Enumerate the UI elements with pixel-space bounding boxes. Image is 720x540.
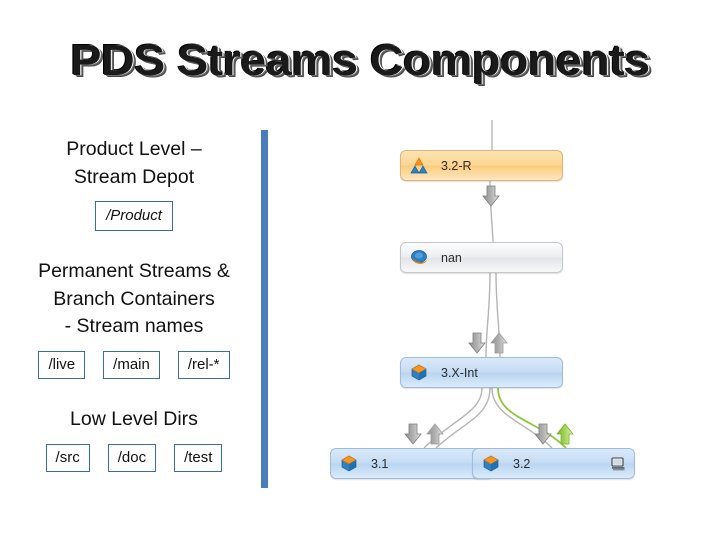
development-stream-icon: [339, 454, 359, 474]
chip-row-low-level-dirs: /src /doc /test: [14, 443, 254, 472]
stream-node-label: 3.2: [513, 456, 531, 471]
edge-integration-to-dev32-green: [497, 387, 567, 449]
stream-node-mainline[interactable]: nan: [400, 242, 563, 273]
stream-graph-panel: 3.2-R nan 3.X-Int: [330, 120, 720, 520]
edge-mainline-to-integration-a: [485, 272, 491, 358]
legend-group-permanent-streams: Permanent Streams & Branch Containers - …: [14, 258, 254, 380]
chip-live[interactable]: /live: [38, 351, 86, 380]
left-legend-panel: Product Level – Stream Depot /Product Pe…: [14, 128, 254, 498]
legend-group-product-level: Product Level – Stream Depot /Product: [14, 136, 254, 232]
chip-product[interactable]: /Product: [95, 201, 173, 232]
arrow-down-release-mainline: [482, 185, 500, 207]
chip-test[interactable]: /test: [174, 443, 223, 472]
development-stream-icon: [481, 454, 501, 474]
legend-group-low-level-dirs: Low Level Dirs /src /doc /test: [14, 406, 254, 472]
edge-integration-to-dev31-b: [435, 387, 491, 449]
page-title: PDS Streams Components: [70, 36, 650, 85]
stream-node-dev32[interactable]: 3.2: [472, 448, 635, 479]
arrow-up-dev31-integration: [426, 423, 444, 445]
chip-rel[interactable]: /rel-*: [177, 351, 230, 380]
stream-node-label: 3.1: [371, 456, 389, 471]
arrow-down-integration-dev31: [404, 423, 422, 445]
stream-node-label: nan: [441, 250, 462, 265]
arrow-up-dev32-integration: [556, 423, 574, 445]
release-stream-icon: [409, 156, 429, 176]
vertical-divider: [261, 130, 268, 488]
arrow-up-integration-mainline: [490, 332, 508, 354]
arrow-down-integration-dev32: [534, 423, 552, 445]
stream-graph-edges: [404, 120, 574, 449]
stream-node-label: 3.X-Int: [441, 365, 478, 380]
stream-node-dev31[interactable]: 3.1: [330, 448, 493, 479]
chip-doc[interactable]: /doc: [107, 443, 157, 472]
stream-node-release[interactable]: 3.2-R: [400, 150, 563, 181]
chip-row-permanent-streams: /live /main /rel-*: [14, 351, 254, 380]
mainline-stream-icon: [409, 248, 429, 268]
stream-node-integration[interactable]: 3.X-Int: [400, 357, 563, 388]
chip-row-product: /Product: [14, 201, 254, 232]
stream-node-label: 3.2-R: [441, 158, 472, 173]
legend-heading-product-level: Product Level – Stream Depot: [66, 138, 202, 188]
legend-heading-permanent-streams: Permanent Streams & Branch Containers - …: [38, 260, 230, 338]
chip-main[interactable]: /main: [103, 351, 160, 380]
workspace-monitor-icon[interactable]: [610, 456, 626, 472]
arrow-down-mainline-integration: [468, 332, 486, 354]
chip-src[interactable]: /src: [45, 443, 90, 472]
legend-heading-low-level-dirs: Low Level Dirs: [70, 408, 198, 430]
development-stream-icon: [409, 363, 429, 383]
